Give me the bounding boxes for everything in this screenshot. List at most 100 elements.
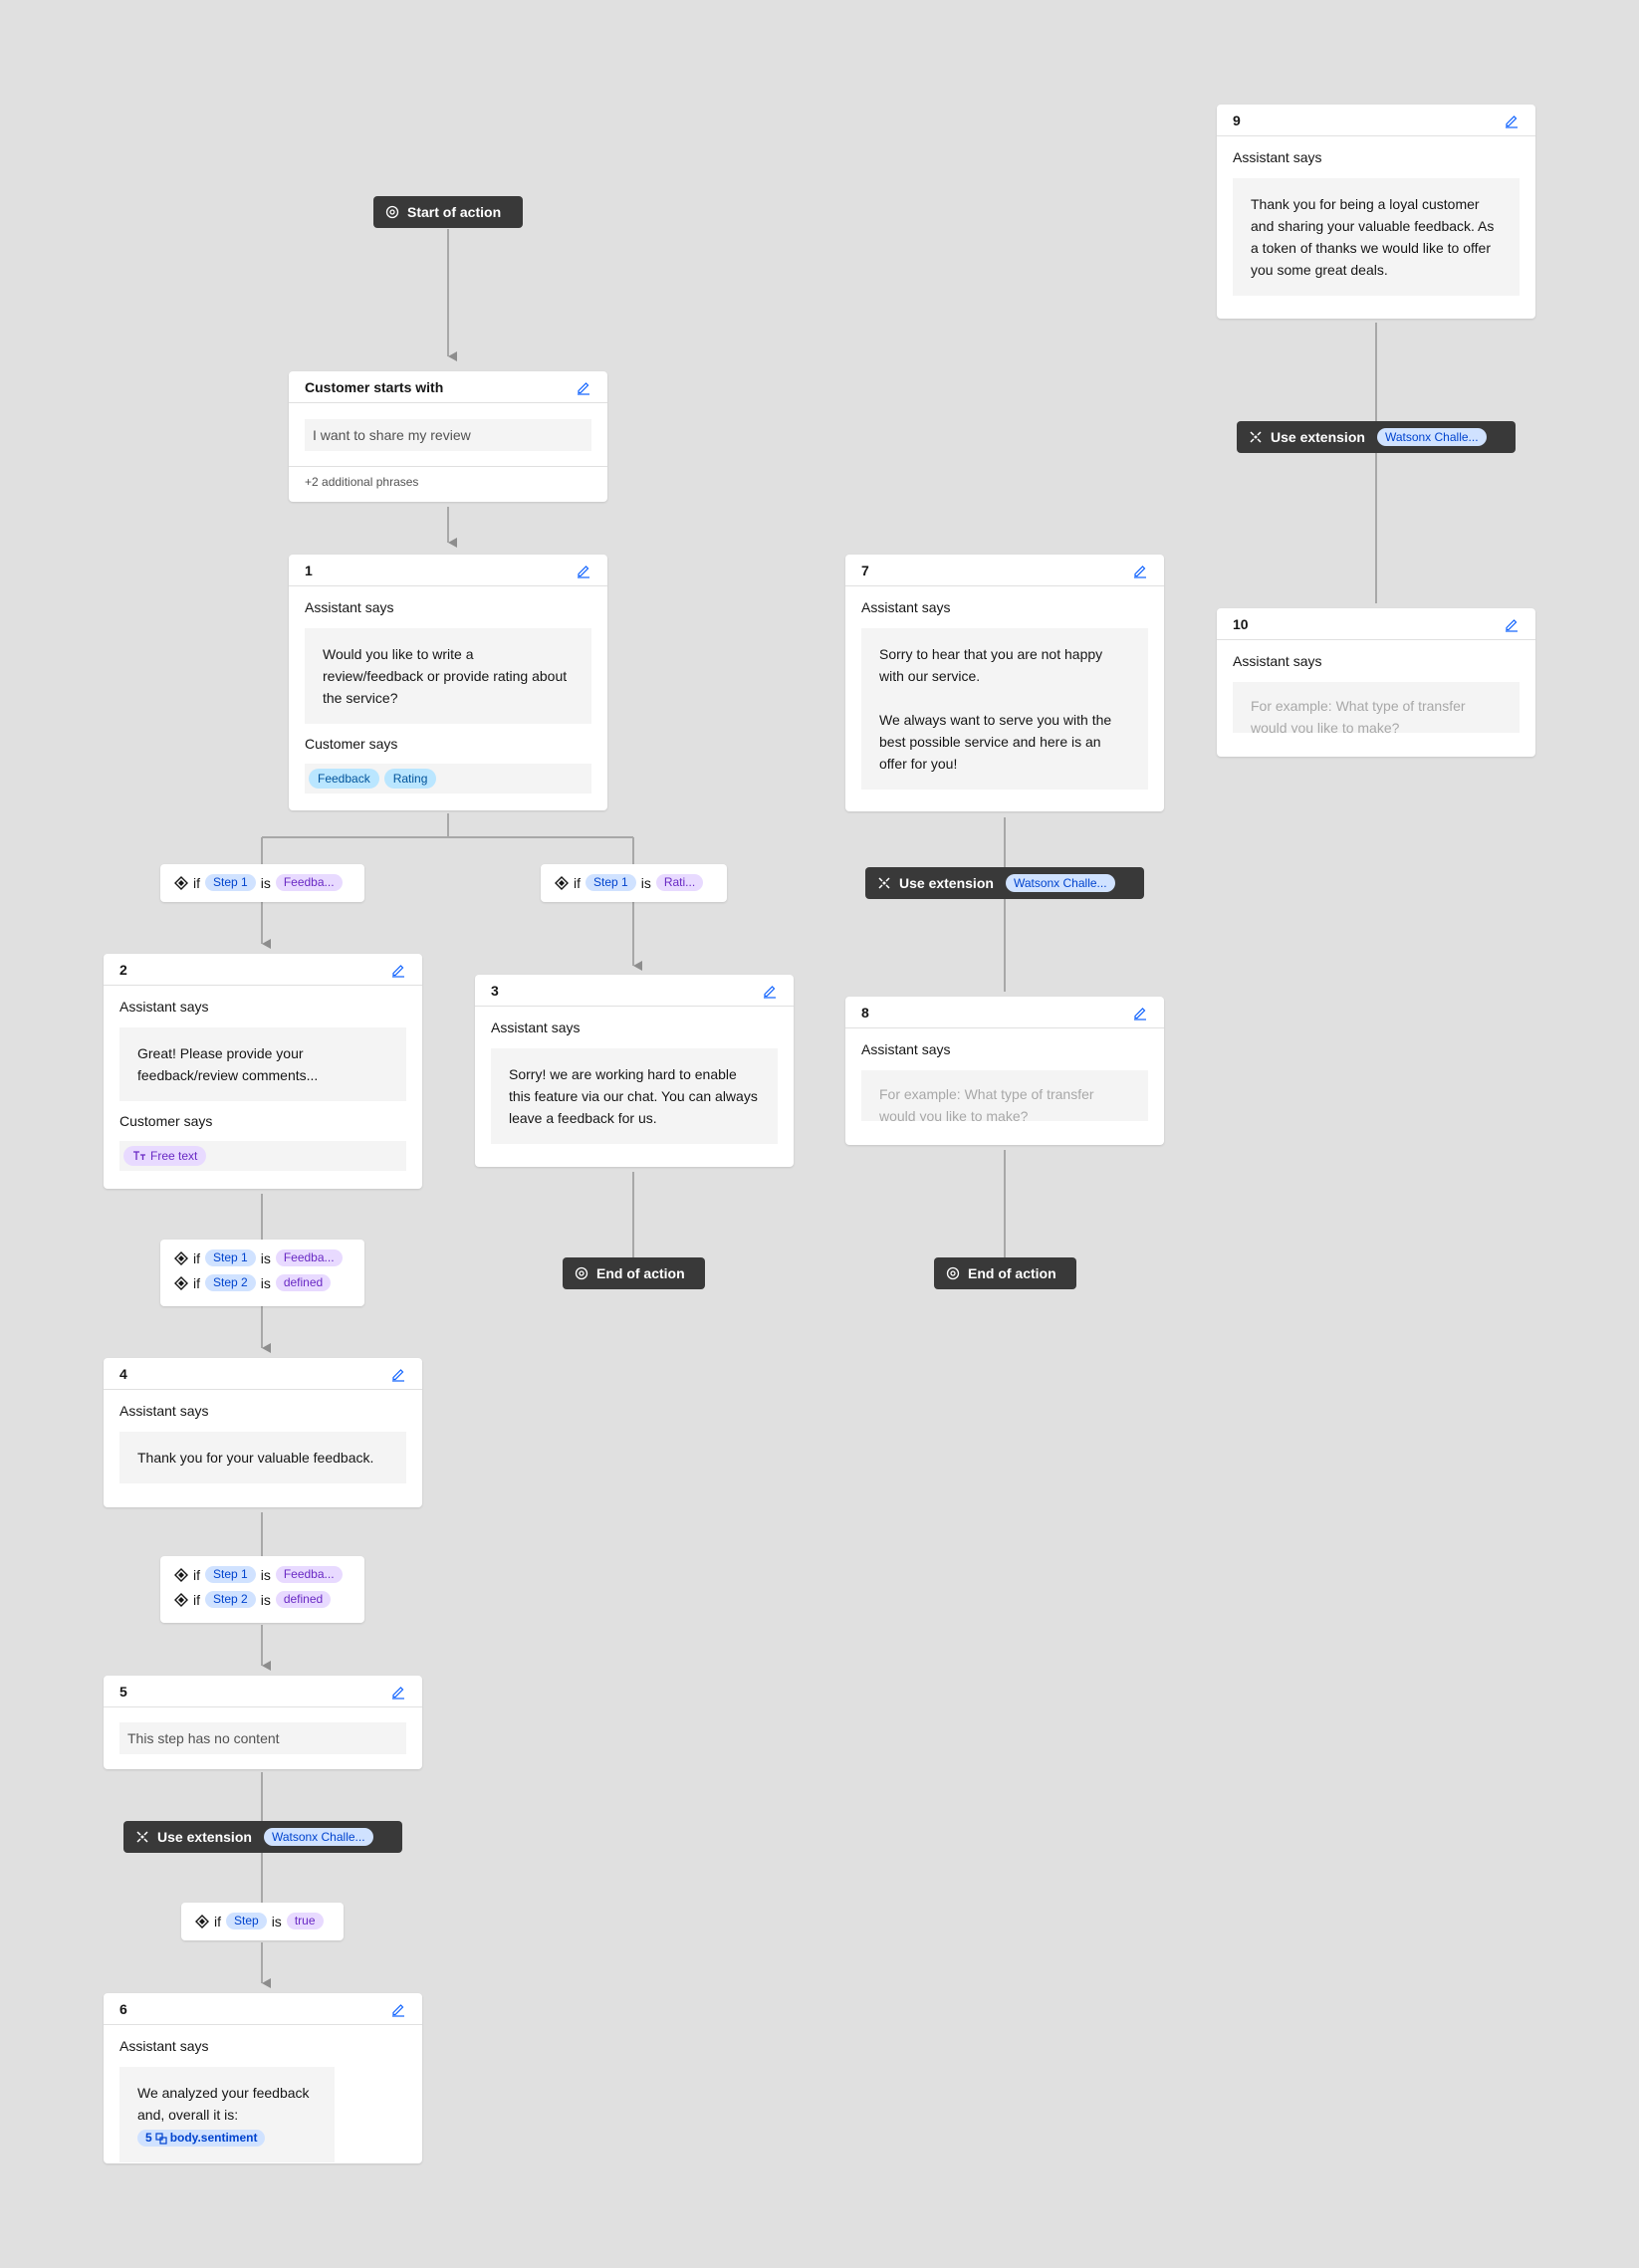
is-label: is	[260, 1274, 271, 1291]
edit-icon[interactable]	[390, 2001, 406, 2017]
step-ref-tag: Step 2	[205, 1274, 256, 1291]
if-label: if	[193, 1566, 200, 1583]
step-10-card[interactable]: 10 Assistant says For example: What type…	[1217, 608, 1535, 757]
condition-diamond-icon	[174, 1592, 188, 1607]
edit-icon[interactable]	[1504, 113, 1520, 128]
step-number: 4	[119, 1365, 127, 1382]
edit-icon[interactable]	[576, 379, 591, 395]
step-ref-tag: Step 1	[585, 874, 636, 891]
assistant-says-label: Assistant says	[1233, 149, 1322, 165]
edit-icon[interactable]	[576, 563, 591, 578]
condition-feedback[interactable]: if Step 1 is Feedba...	[160, 864, 364, 902]
step-number: 6	[119, 2000, 127, 2017]
step-3-card[interactable]: 3 Assistant says Sorry! we are working h…	[475, 975, 794, 1167]
end-label: End of action	[968, 1265, 1056, 1281]
value-tag: defined	[275, 1591, 332, 1608]
assistant-says-label: Assistant says	[119, 2038, 209, 2054]
step-7-card[interactable]: 7 Assistant says Sorry to hear that you …	[845, 555, 1164, 811]
edit-icon[interactable]	[762, 983, 778, 999]
trigger-title: Customer starts with	[305, 378, 444, 395]
assistant-says-label: Assistant says	[861, 1041, 951, 1057]
step-8-card[interactable]: 8 Assistant says For example: What type …	[845, 997, 1164, 1145]
value-tag: Feedba...	[275, 1249, 343, 1266]
end-label: End of action	[596, 1265, 685, 1281]
step-number: 3	[491, 982, 499, 999]
step-ref-tag: Step	[226, 1913, 267, 1929]
text-type-icon	[133, 1151, 145, 1160]
is-label: is	[271, 1913, 282, 1929]
assistant-says-label: Assistant says	[119, 999, 209, 1015]
if-label: if	[193, 1274, 200, 1291]
condition-rating[interactable]: if Step 1 is Rati...	[541, 864, 727, 902]
step-ref-tag: Step 1	[205, 1249, 256, 1266]
variable-step-number: 5	[145, 2131, 152, 2145]
step-1-card[interactable]: 1 Assistant says Would you like to write…	[289, 555, 607, 810]
additional-phrases[interactable]: +2 additional phrases	[289, 466, 607, 499]
assistant-says-label: Assistant says	[491, 1020, 581, 1035]
assistant-message-placeholder[interactable]: For example: What type of transfer would…	[861, 1070, 1148, 1121]
free-text-label: Free text	[150, 1149, 198, 1163]
value-tag: defined	[275, 1274, 332, 1291]
trigger-card[interactable]: Customer starts with I want to share my …	[289, 371, 607, 502]
variable-chip[interactable]: 5 body.sentiment	[137, 2130, 266, 2147]
use-extension-step-9[interactable]: Use extension Watsonx Challe...	[1237, 421, 1516, 453]
extension-name-tag: Watsonx Challe...	[263, 1828, 373, 1846]
trigger-phrase: I want to share my review	[305, 419, 591, 451]
step-5-card[interactable]: 5 This step has no content	[104, 1676, 422, 1769]
assistant-message-line: We always want to serve you with the bes…	[879, 712, 1112, 772]
if-label: if	[214, 1913, 221, 1929]
step-2-card[interactable]: 2 Assistant says Great! Please provide y…	[104, 954, 422, 1189]
condition-diamond-icon	[555, 875, 569, 890]
condition-diamond-icon	[174, 875, 188, 890]
use-extension-step-5[interactable]: Use extension Watsonx Challe...	[123, 1821, 402, 1853]
circle-target-icon	[575, 1266, 588, 1280]
is-label: is	[260, 1249, 271, 1266]
edit-icon[interactable]	[390, 962, 406, 978]
use-extension-step-7[interactable]: Use extension Watsonx Challe...	[865, 867, 1144, 899]
empty-step-message: This step has no content	[119, 1722, 406, 1754]
extension-name-tag: Watsonx Challe...	[1376, 428, 1487, 446]
start-label: Start of action	[407, 204, 502, 220]
step-6-card[interactable]: 6 Assistant says We analyzed your feedba…	[104, 1993, 422, 2163]
option-chip: Feedback	[309, 769, 379, 789]
customer-says-label: Customer says	[119, 1113, 213, 1129]
edit-icon[interactable]	[390, 1366, 406, 1382]
assistant-message: Thank you for being a loyal customer and…	[1233, 178, 1520, 296]
edit-icon[interactable]	[390, 1684, 406, 1700]
extension-name-tag: Watsonx Challe...	[1005, 874, 1115, 892]
condition-to-step-5[interactable]: if Step 1 is Feedba... if Step 2 is defi…	[160, 1556, 364, 1623]
assistant-says-label: Assistant says	[305, 599, 394, 615]
extension-icon	[878, 877, 890, 889]
extension-icon	[1250, 431, 1262, 443]
option-chip: Rating	[383, 769, 437, 789]
customer-says-label: Customer says	[305, 736, 398, 752]
circle-target-icon	[946, 1266, 960, 1280]
assistant-message-placeholder[interactable]: For example: What type of transfer would…	[1233, 682, 1520, 733]
value-tag: true	[286, 1913, 324, 1929]
edit-icon[interactable]	[1132, 1005, 1148, 1021]
condition-to-step-4[interactable]: if Step 1 is Feedba... if Step 2 is defi…	[160, 1240, 364, 1306]
is-label: is	[260, 1591, 271, 1608]
value-tag: Feedba...	[275, 874, 343, 891]
condition-to-step-6[interactable]: if Step is true	[181, 1903, 344, 1940]
assistant-message-line: Sorry to hear that you are not happy wit…	[879, 646, 1103, 684]
start-of-action: Start of action	[373, 196, 523, 228]
step-number: 5	[119, 1683, 127, 1700]
if-label: if	[193, 1591, 200, 1608]
extension-icon	[136, 1831, 148, 1843]
step-ref-tag: Step 1	[205, 874, 256, 891]
assistant-message: Would you like to write a review/feedbac…	[305, 628, 591, 724]
assistant-message: Thank you for your valuable feedback.	[119, 1432, 406, 1483]
edit-icon[interactable]	[1132, 563, 1148, 578]
step-4-card[interactable]: 4 Assistant says Thank you for your valu…	[104, 1358, 422, 1507]
assistant-message: Sorry to hear that you are not happy wit…	[861, 628, 1148, 790]
edit-icon[interactable]	[1504, 616, 1520, 632]
options-row: Feedback Rating	[305, 764, 591, 794]
extension-variable-icon	[155, 2132, 167, 2145]
step-9-card[interactable]: 9 Assistant says Thank you for being a l…	[1217, 105, 1535, 319]
assistant-message: Great! Please provide your feedback/revi…	[119, 1027, 406, 1101]
assistant-message: We analyzed your feedback and, overall i…	[119, 2067, 335, 2162]
step-ref-tag: Step 2	[205, 1591, 256, 1608]
end-of-action: End of action	[934, 1257, 1076, 1289]
